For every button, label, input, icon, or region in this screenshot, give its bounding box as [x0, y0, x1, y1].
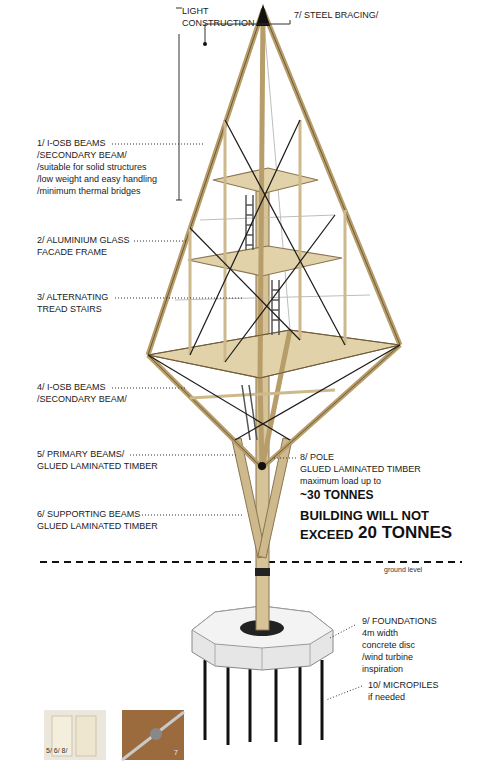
callout-label: /low weight and easy handling	[37, 174, 157, 185]
callout-label: 7/ STEEL BRACING/	[294, 10, 378, 21]
callout-label: GLUED LAMINATED TIMBER	[37, 461, 158, 472]
callout-label: EXCEED	[300, 527, 353, 543]
callout-label: GLUED LAMINATED TIMBER	[37, 521, 158, 532]
callout-label: ground level	[384, 566, 422, 574]
callout-label: maximum load up to	[300, 476, 381, 487]
callout-label: 1/ I-OSB BEAMS	[37, 138, 106, 149]
callout-label: /SECONDARY BEAM/	[37, 150, 127, 161]
callout-label: BUILDING WILL NOT	[300, 508, 429, 524]
callout-label: 2/ ALUMINIUM GLASS	[37, 235, 130, 246]
callout-label: FACADE FRAME	[37, 247, 107, 258]
callout-label: 4m width	[362, 628, 398, 639]
callout-label: GLUED LAMINATED TIMBER	[300, 464, 421, 475]
callout-label: 4/ I-OSB BEAMS	[37, 382, 106, 393]
callout-label: 7	[174, 749, 178, 757]
callout-label: /minimum thermal bridges	[37, 186, 141, 197]
callout-label: concrete disc	[362, 640, 415, 651]
callout-label: 5/ 6/ 8/	[46, 747, 67, 755]
callout-label: 10/ MICROPILES	[368, 680, 439, 691]
callout-label: 9/ FOUNDATIONS	[362, 616, 437, 627]
callout-label: if needed	[368, 692, 405, 703]
callout-label: 8/ POLE	[300, 452, 334, 463]
callout-label: inspiration	[362, 664, 403, 675]
bracket-label: CONSTRUCTION	[182, 18, 255, 29]
callout-label: 20 TONNES	[358, 523, 452, 543]
callout-label: TREAD STAIRS	[37, 304, 102, 315]
callout-label: /suitable for solid structures	[37, 162, 147, 173]
bracket-label: LIGHT	[182, 6, 209, 17]
callout-label: /SECONDARY BEAM/	[37, 394, 127, 405]
callout-label: 3/ ALTERNATING	[37, 292, 108, 303]
callout-label: 6/ SUPPORTING BEAMS	[37, 509, 140, 520]
callout-label: ~30 TONNES	[300, 488, 373, 502]
callout-label: 5/ PRIMARY BEAMS/	[37, 449, 124, 460]
callout-label: /wind turbine	[362, 652, 413, 663]
